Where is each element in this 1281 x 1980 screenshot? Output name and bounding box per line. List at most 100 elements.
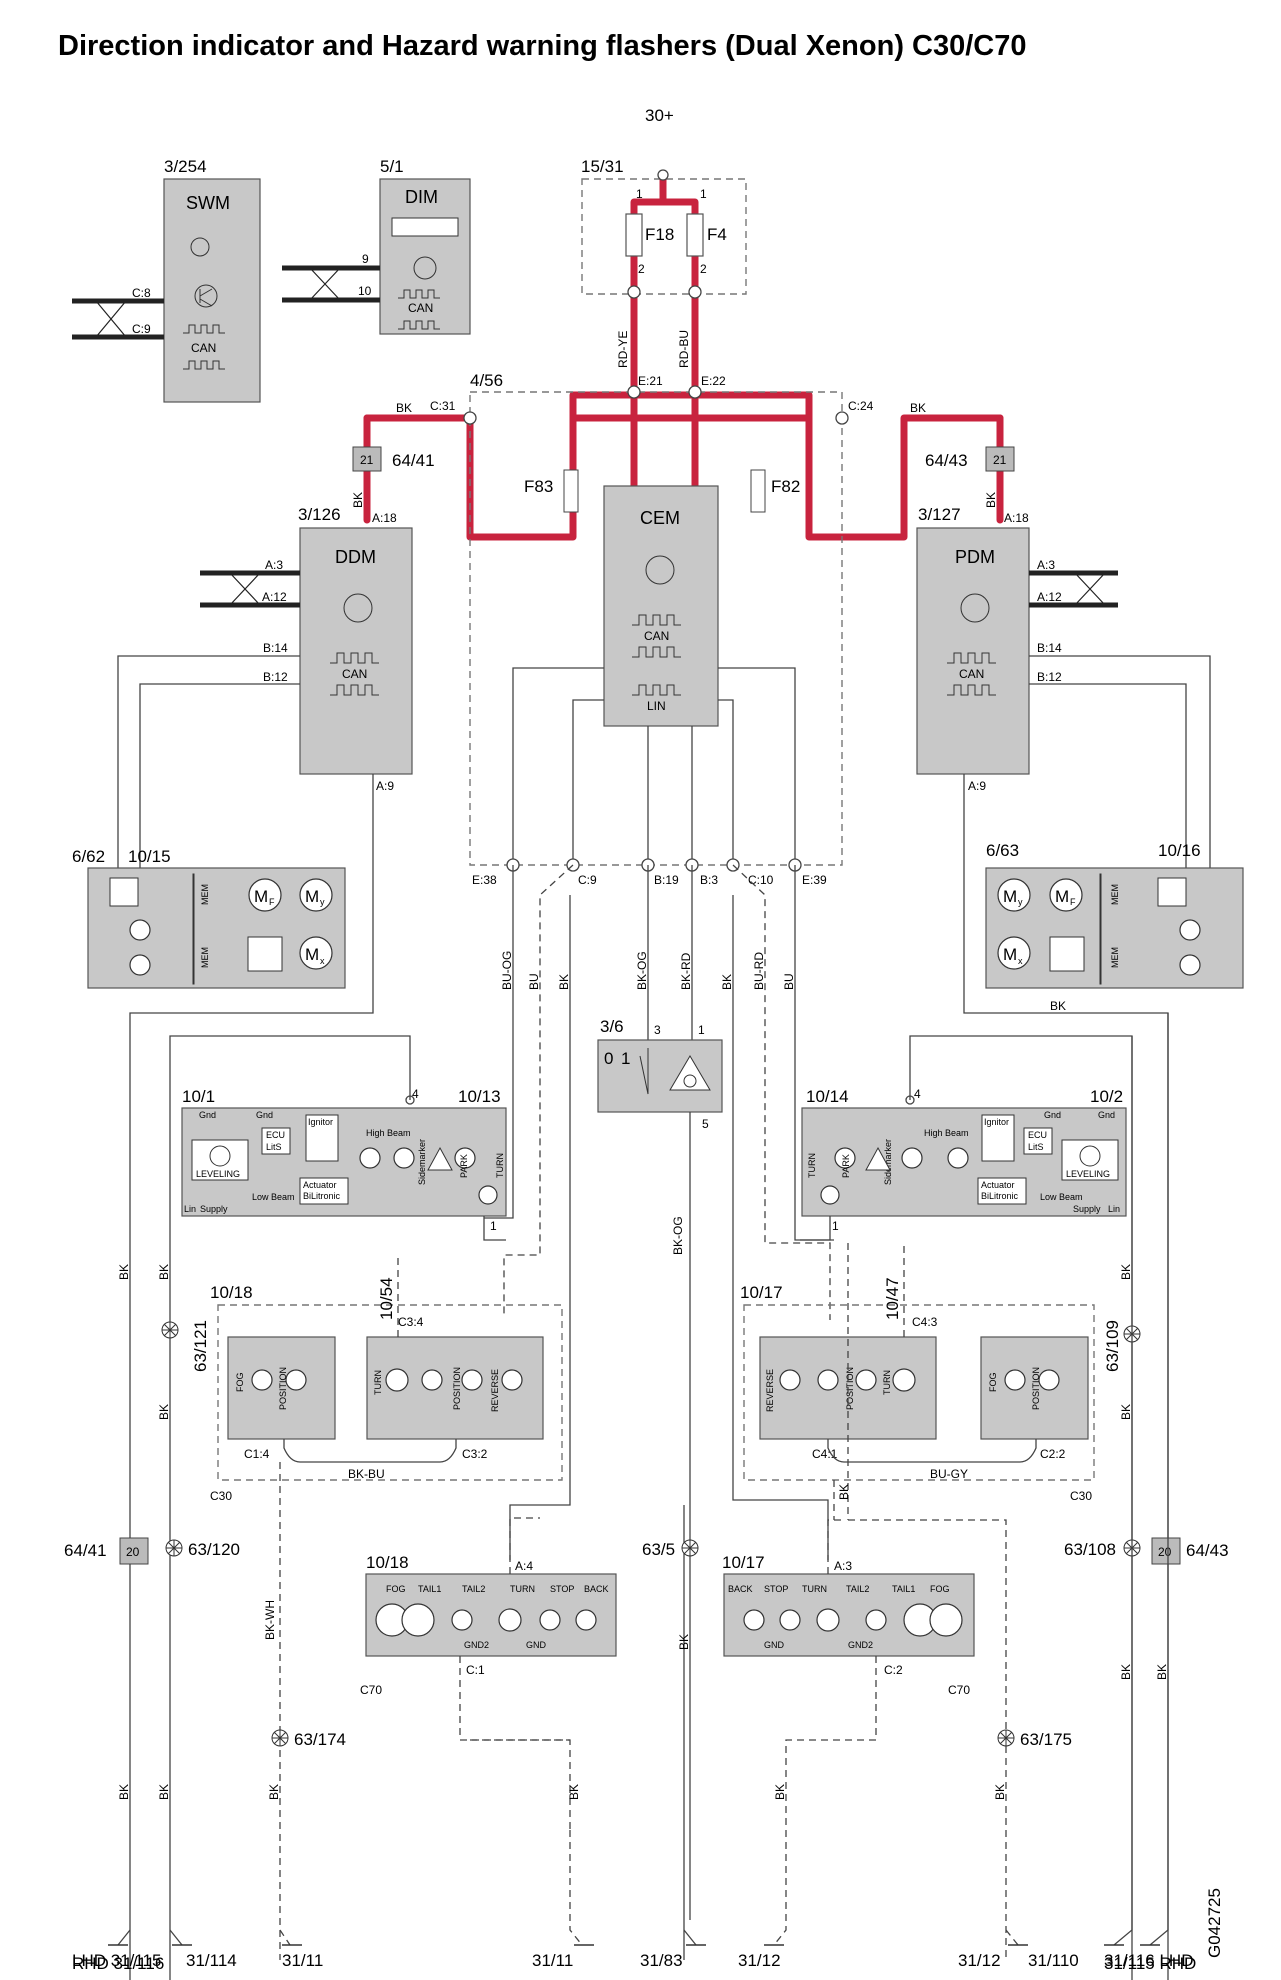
ecu-icon xyxy=(1023,1127,1053,1155)
lamp-icon xyxy=(359,1147,381,1169)
heater-icon xyxy=(1157,877,1187,907)
power-feed xyxy=(630,171,699,294)
swm-can-label: CAN xyxy=(191,341,216,355)
divider xyxy=(192,873,195,985)
lamp-icon xyxy=(129,919,151,941)
lamp-icon xyxy=(820,1185,840,1205)
c70-lamp: TURN xyxy=(510,1584,535,1594)
c70-gnd: GND xyxy=(526,1640,547,1650)
c70-left-turn-feed xyxy=(509,1517,540,1574)
connector-21-label: 21 xyxy=(360,453,374,467)
wire-bk-rd-label: BK-RD xyxy=(679,952,693,990)
temp-sensor-icon xyxy=(1049,936,1085,972)
c30-lamp: POSITION xyxy=(845,1367,855,1410)
cem-pin-b19: B:19 xyxy=(654,873,679,887)
hazard-switch-3-6[interactable] xyxy=(597,1039,723,1113)
cem-name: CEM xyxy=(640,508,680,528)
fuse-f4-label: F4 xyxy=(707,225,727,244)
ground-g4: 31/11 xyxy=(532,1951,573,1970)
c70-lamp: FOG xyxy=(930,1584,950,1594)
ground-line xyxy=(683,1929,697,1946)
c70-left-ground xyxy=(459,1656,571,1830)
headlamp-right-id: 10/2 xyxy=(1090,1087,1123,1106)
wire-bk: BK xyxy=(984,492,998,508)
left-ground-lines xyxy=(117,1929,183,1946)
cem-pin-node xyxy=(688,385,702,399)
c30-left-pin: C1:4 xyxy=(244,1447,270,1461)
connector-21-left xyxy=(352,446,382,472)
wire-bk-right-down xyxy=(848,1519,1007,1960)
c30-left-lamp-a xyxy=(227,1336,336,1440)
heater-icon xyxy=(109,877,139,907)
hl-label: BiLitronic xyxy=(981,1191,1019,1201)
wire-bk-label: BK xyxy=(1119,1404,1133,1420)
can-wave-icon xyxy=(947,684,996,696)
headlamp-right-pin: 4 xyxy=(914,1087,921,1101)
c30-right-pin: C4:1 xyxy=(812,1447,838,1461)
splice-63-108: 63/108 xyxy=(1064,1540,1116,1559)
motor-sub: F xyxy=(1070,897,1076,907)
transistor-icon xyxy=(194,284,218,308)
hl-label: BiLitronic xyxy=(303,1191,341,1201)
led-icon xyxy=(427,1146,453,1171)
instrument-icon xyxy=(391,217,459,237)
wire-bu-gy: BU-GY xyxy=(930,1467,968,1481)
fuse-f83-label: F83 xyxy=(524,477,553,496)
dim-can-label: CAN xyxy=(408,301,433,315)
lamp-icon xyxy=(901,1147,923,1169)
wire-rd-ye: RD-YE xyxy=(616,331,630,368)
motor-icon xyxy=(209,1145,231,1167)
lin-wave-icon xyxy=(632,684,681,696)
lamp-icon xyxy=(461,1369,483,1391)
headlamp-left-ground xyxy=(169,1035,411,1980)
wire-bk-og-label: BK-OG xyxy=(635,951,649,990)
cem-pin-c9: C:9 xyxy=(578,873,597,887)
mem-label: MEM xyxy=(200,947,210,968)
swm-can-bus xyxy=(72,298,164,340)
hazard-switch-id: 3/6 xyxy=(600,1017,624,1036)
splice-63-174: 63/174 xyxy=(294,1730,346,1749)
wire-bk-right xyxy=(732,895,829,1560)
can-wave-icon xyxy=(330,652,379,664)
c30-lamp: FOG xyxy=(235,1373,245,1393)
cem-pin-e22: E:22 xyxy=(701,374,726,388)
c30-right-lamp-b xyxy=(980,1336,1089,1440)
hl-label: Gnd xyxy=(256,1110,273,1120)
ddm-can-label: CAN xyxy=(342,667,367,681)
mem-label: MEM xyxy=(1110,884,1120,905)
connector-20-left xyxy=(119,1537,149,1565)
fuse-f82-label: F82 xyxy=(771,477,800,496)
lamp-icon xyxy=(947,1147,969,1169)
wire-bu-og xyxy=(484,865,514,1219)
c30-tail-right-group xyxy=(743,1304,1095,1481)
connector-64-43: 64/43 xyxy=(925,451,968,470)
splice-icon xyxy=(161,1321,179,1339)
splice-icon xyxy=(271,1729,289,1747)
can-wave-icon xyxy=(398,289,440,299)
lamp-icon xyxy=(501,1369,523,1391)
splice-icon xyxy=(165,1539,183,1557)
hl-label: LEVELING xyxy=(1066,1169,1110,1179)
hl-label: Ignitor xyxy=(984,1117,1009,1127)
wire-bk-label: BK xyxy=(1155,1664,1169,1680)
pdm-can-bus xyxy=(1029,570,1118,608)
c30-right-ground xyxy=(827,1439,1037,1463)
fuse-f18 xyxy=(625,213,643,257)
ground-g2: 31/114 xyxy=(186,1951,237,1970)
hl-label: Supply xyxy=(200,1204,228,1214)
wire-bu-og-label: BU-OG xyxy=(500,951,514,990)
c70-right-pin: C:2 xyxy=(884,1663,903,1677)
transistor-icon xyxy=(960,593,990,623)
turn-lamp-icon xyxy=(892,1368,916,1392)
c30-lamp: TURN xyxy=(373,1370,383,1395)
c70-lamp: TAIL2 xyxy=(462,1584,485,1594)
cem-signal-lines xyxy=(512,667,796,865)
headlamp-left-id: 10/1 xyxy=(182,1087,215,1106)
cem-pin-node xyxy=(835,411,849,425)
connector-64-41: 64/41 xyxy=(392,451,435,470)
wire-bk-label: BK xyxy=(1119,1264,1133,1280)
c70-left-pin: C:1 xyxy=(466,1663,485,1677)
ddm-module xyxy=(299,527,413,775)
headlamp-left-pin: 1 xyxy=(490,1219,497,1233)
c30-right-model: C30 xyxy=(1070,1489,1092,1503)
